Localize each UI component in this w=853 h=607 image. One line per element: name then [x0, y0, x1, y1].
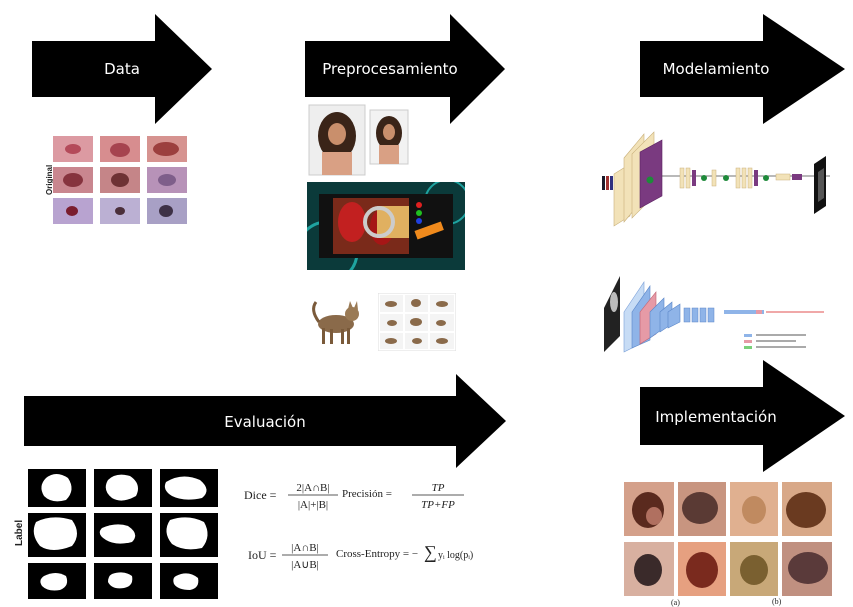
arrow-shape: [640, 14, 845, 124]
sigma-symbol: ∑: [424, 542, 437, 562]
lesion-thumbnails: [53, 136, 187, 224]
dice-formula-lhs: Dice =: [244, 488, 277, 502]
augmentation-grid: [378, 293, 456, 351]
arrow-shape: [32, 14, 212, 124]
svg-text:TP: TP: [432, 482, 445, 494]
mask-thumbnails: [28, 469, 218, 599]
svg-text:|A∪B|: |A∪B|: [291, 559, 319, 571]
metric-formulas: Dice = 2|A∩B| |A|+|B| Precisión = TP TP+…: [240, 472, 480, 582]
svg-text:TP+FP: TP+FP: [421, 499, 455, 511]
arrow-modelamiento: Modelamiento: [640, 14, 845, 124]
arrow-shape: [305, 14, 505, 124]
iou-formula-lhs: IoU =: [248, 548, 277, 562]
dermoscopic-results-grid: [624, 482, 832, 596]
stage-label-implementacion: Implementación: [655, 408, 777, 426]
caption-a: (a): [671, 598, 680, 607]
input-image-stack: [602, 176, 613, 190]
data-sample-grid: Original: [40, 133, 200, 233]
label-mask-grid: Label: [12, 466, 222, 606]
precision-formula-fraction: TP TP+FP: [412, 482, 464, 511]
arrow-implementacion: Implementación: [640, 360, 845, 472]
lesion-thumb: [53, 136, 187, 224]
resize-example-image: [308, 104, 409, 176]
color-analysis-image: [307, 182, 465, 270]
iou-formula-fraction: |A∩B| |A∪B|: [282, 542, 328, 571]
dice-formula-fraction: 2|A∩B| |A|+|B|: [288, 482, 338, 511]
cnn-architecture-diagram: [604, 276, 824, 353]
arrow-preprocesamiento: Preprocesamiento: [305, 14, 505, 124]
cross-entropy-formula-lhs: Cross-Entropy = −: [336, 548, 419, 560]
unet-architecture-diagram: [602, 131, 830, 227]
stage-label-modelamiento: Modelamiento: [662, 60, 770, 78]
precision-formula-lhs: Precisión =: [342, 488, 392, 500]
stage-label-data: Data: [104, 60, 140, 78]
caption-b: (b): [772, 597, 782, 606]
svg-text:2|A∩B|: 2|A∩B|: [296, 482, 329, 494]
arrow-evaluacion: Evaluación: [24, 374, 506, 468]
arrow-shape: [24, 374, 506, 468]
arrow-shape: [640, 360, 845, 472]
svg-text:|A|+|B|: |A|+|B|: [298, 499, 328, 511]
stage-label-preprocesamiento: Preprocesamiento: [322, 60, 458, 78]
stage-label-evaluacion: Evaluación: [224, 413, 306, 431]
arrow-data: Data: [32, 14, 212, 124]
augmentation-source-cat: [312, 301, 359, 344]
cross-entropy-formula-rhs: yᵢ log(pᵢ): [438, 550, 474, 561]
svg-text:|A∩B|: |A∩B|: [291, 542, 319, 554]
